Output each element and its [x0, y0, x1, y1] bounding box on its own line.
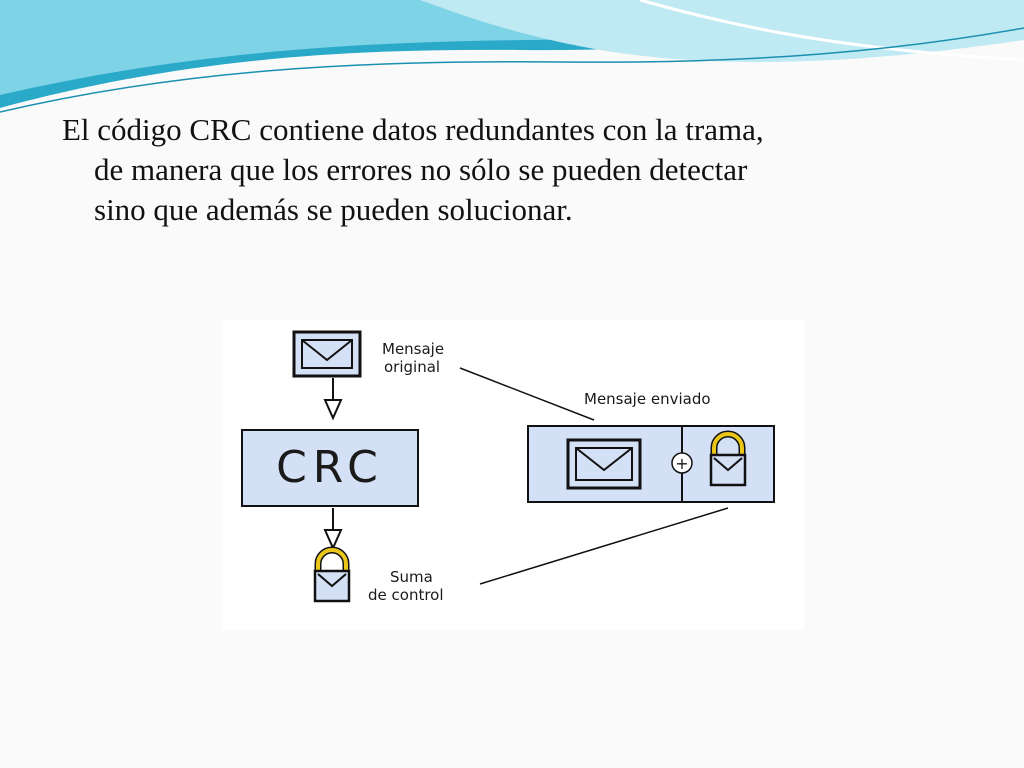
sent-lock-icon	[709, 430, 747, 487]
crc-box-label: CRC	[276, 442, 384, 493]
crc-diagram: Mensaje original CRC Suma de control Men…	[222, 320, 804, 630]
down-arrow-icon	[323, 508, 343, 551]
paragraph-line-2: de manera que los errores no sólo se pue…	[94, 152, 748, 187]
checksum-label-line-1: Suma	[390, 568, 433, 586]
top-wave-decoration	[0, 0, 1024, 113]
crc-box	[241, 429, 419, 507]
down-arrow-icon	[323, 378, 343, 421]
checksum-lock-icon	[313, 546, 351, 603]
wave-line	[0, 27, 1024, 113]
sent-envelope-icon	[566, 438, 642, 490]
connector-line-checksum	[479, 507, 729, 585]
sent-message-label: Mensaje enviado	[584, 390, 711, 408]
wave-highlight	[639, 0, 1024, 62]
checksum-label-line-2: de control	[368, 586, 444, 604]
body-paragraph: El código CRC contiene datos redundantes…	[62, 110, 962, 230]
original-label-line-1: Mensaje	[382, 340, 444, 358]
plus-circle-icon	[671, 452, 693, 474]
plus-symbol: +	[675, 454, 688, 473]
connector-line-original	[459, 367, 595, 421]
original-message-envelope-icon	[292, 330, 362, 378]
original-label-line-2: original	[384, 358, 440, 376]
crc-diagram-svg: Mensaje original CRC Suma de control Men…	[241, 330, 775, 604]
paragraph-line-1: El código CRC contiene datos redundantes…	[62, 112, 764, 147]
paragraph-line-3: sino que además se pueden solucionar.	[94, 192, 573, 227]
